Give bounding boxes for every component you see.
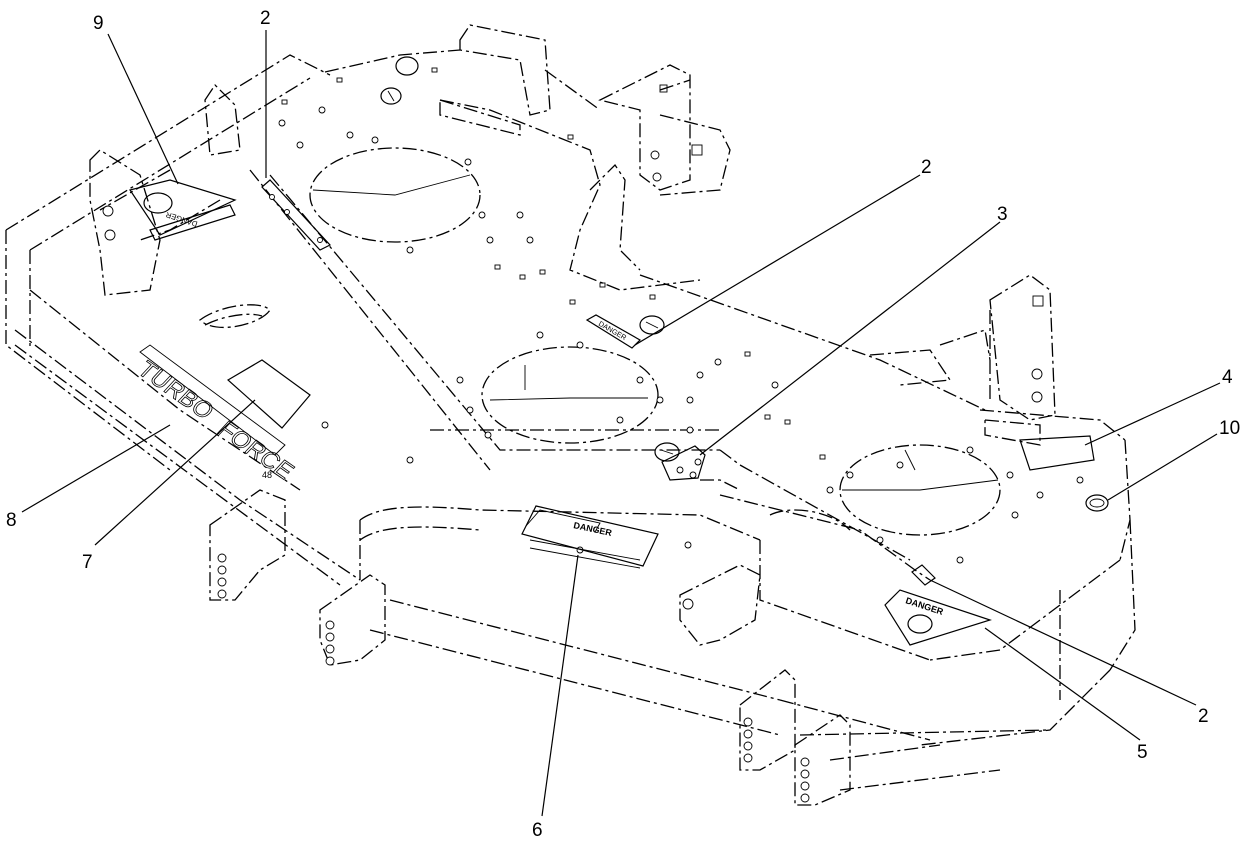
decal-6: DANGER (521, 505, 659, 569)
callout-4: 4 (1222, 367, 1233, 388)
leader-9 (107, 33, 179, 185)
decal-7 (226, 359, 311, 429)
leader-5 (984, 627, 1141, 741)
leader-6 (541, 554, 579, 817)
callout-7: 7 (82, 552, 93, 573)
leader-4 (1084, 382, 1221, 446)
leader-8 (21, 424, 171, 513)
callout-labels: 9 2 2 3 4 10 8 7 6 5 2 (6, 8, 1240, 841)
left-front-plate-holes (217, 553, 227, 599)
nameplate-word-1: TURBO (132, 357, 219, 425)
decal-2-lower-right (911, 564, 936, 586)
decal-3 (661, 445, 706, 481)
leader-7 (94, 399, 256, 546)
belt-covers (199, 99, 931, 581)
mower-deck (5, 49, 1136, 791)
blade-openings (309, 147, 1001, 536)
decal-2-middle: DANGER (585, 314, 641, 349)
leader-10 (1107, 433, 1218, 501)
deck-nameplate: TURBO FORCE 48 (131, 344, 300, 485)
right-front-plate-holes (800, 757, 810, 803)
center-right-plate-holes (743, 717, 753, 763)
decal-10 (1085, 494, 1109, 512)
callout-8: 8 (6, 510, 17, 531)
decal-5: DANGER (884, 589, 992, 646)
callout-2-bottom: 2 (1198, 706, 1209, 727)
callout-2-top: 2 (260, 8, 271, 29)
deck-mounting-holes (278, 67, 1084, 564)
callout-9: 9 (93, 13, 104, 34)
leader-lines (21, 30, 1221, 817)
mounting-brackets (89, 24, 1056, 806)
spindle-caps (380, 56, 680, 462)
center-left-plate-holes (325, 620, 335, 666)
callout-2-mid: 2 (921, 157, 932, 178)
leader-2-bottom (929, 579, 1197, 706)
leader-2-mid (634, 174, 921, 346)
nameplate-size: 48 (262, 470, 272, 480)
leader-3 (699, 221, 1001, 456)
callout-5: 5 (1137, 742, 1148, 763)
decal-2-upper-left (261, 179, 331, 251)
callout-3: 3 (997, 204, 1008, 225)
callout-6: 6 (532, 820, 543, 841)
decal-4 (1019, 435, 1095, 471)
callout-10: 10 (1219, 418, 1240, 439)
decal-9: DANGER (129, 179, 237, 241)
decal-9-text: DANGER (164, 210, 198, 229)
